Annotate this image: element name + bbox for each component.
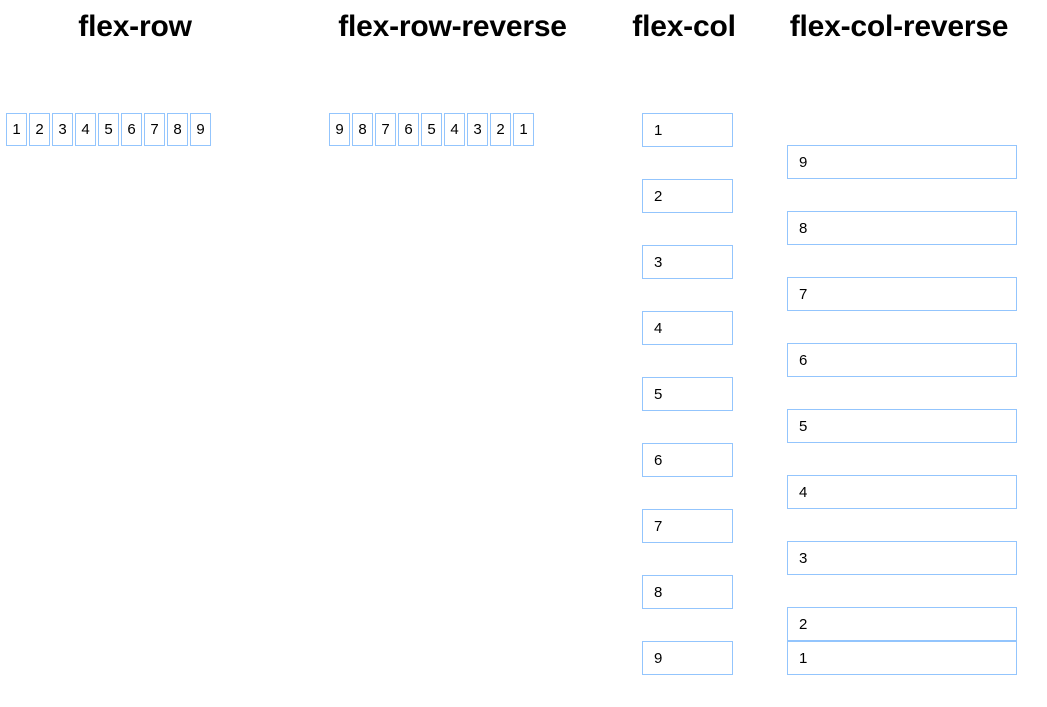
flex-item: 8: [167, 113, 188, 146]
flex-item: 5: [642, 377, 733, 411]
flex-item: 7: [642, 509, 733, 543]
flex-item: 2: [490, 113, 511, 146]
flex-item: 2: [29, 113, 50, 146]
flex-item: 7: [144, 113, 165, 146]
flex-item: 6: [787, 343, 1017, 377]
flex-col-reverse-container: 1 2 3 4 5 6 7 8 9: [787, 113, 1017, 675]
flex-item: 6: [121, 113, 142, 146]
flex-item: 9: [329, 113, 350, 146]
flex-item: 3: [787, 541, 1017, 575]
flex-item: 4: [642, 311, 733, 345]
flex-item: 3: [467, 113, 488, 146]
flex-item: 4: [75, 113, 96, 146]
flex-item: 1: [787, 641, 1017, 675]
heading-flex-row: flex-row: [78, 10, 192, 43]
flex-item: 3: [52, 113, 73, 146]
flex-item: 1: [6, 113, 27, 146]
flex-item: 5: [787, 409, 1017, 443]
flex-item: 2: [642, 179, 733, 213]
flex-item: 3: [642, 245, 733, 279]
flex-item: 5: [421, 113, 442, 146]
flex-item: 2: [787, 607, 1017, 641]
flex-row-container: 1 2 3 4 5 6 7 8 9: [6, 113, 213, 146]
flex-item: 9: [190, 113, 211, 146]
flex-item: 9: [642, 641, 733, 675]
flex-item: 1: [642, 113, 733, 147]
flex-item: 7: [375, 113, 396, 146]
flex-item: 4: [444, 113, 465, 146]
flex-item: 6: [398, 113, 419, 146]
flex-item: 8: [352, 113, 373, 146]
headings-bar: flex-row flex-row-reverse flex-col flex-…: [0, 0, 1047, 60]
heading-flex-col: flex-col: [632, 10, 736, 43]
flex-item: 5: [98, 113, 119, 146]
flex-item: 6: [642, 443, 733, 477]
flex-item: 8: [642, 575, 733, 609]
flex-item: 9: [787, 145, 1017, 179]
flex-item: 1: [513, 113, 534, 146]
flex-item: 7: [787, 277, 1017, 311]
flex-col-container: 1 2 3 4 5 6 7 8 9: [642, 113, 733, 707]
flex-row-reverse-container: 1 2 3 4 5 6 7 8 9: [327, 113, 534, 146]
heading-flex-col-reverse: flex-col-reverse: [789, 10, 1009, 43]
heading-flex-row-reverse: flex-row-reverse: [338, 10, 567, 43]
flex-item: 4: [787, 475, 1017, 509]
flex-item: 8: [787, 211, 1017, 245]
